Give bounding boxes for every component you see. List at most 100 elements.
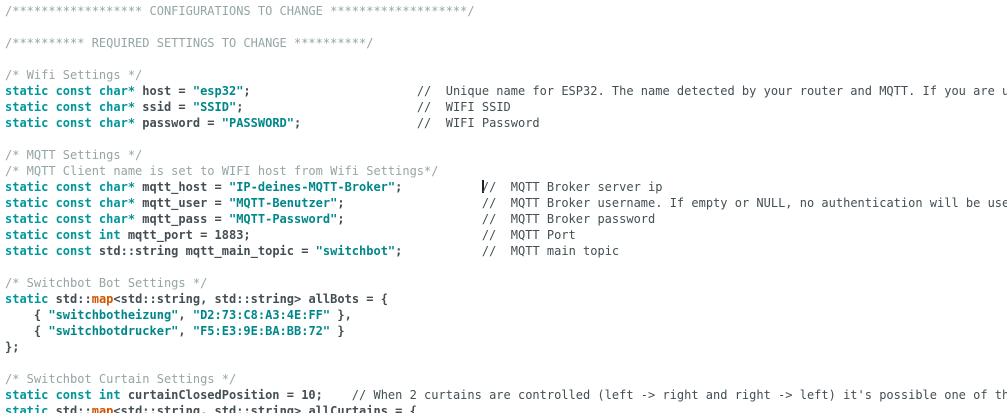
code-line[interactable]: static const int mqtt_port = 1883; // MQ…	[5, 227, 1007, 243]
code-line[interactable]: { "switchbotheizung", "D2:73:C8:A3:4E:FF…	[5, 307, 1007, 323]
code-segment-keyword: static	[5, 404, 49, 413]
code-line[interactable]: /* MQTT Settings */	[5, 147, 1007, 163]
code-segment-keyword: static	[5, 292, 49, 306]
code-segment-comment_line: // WIFI Password	[416, 116, 540, 130]
code-segment-plain	[243, 100, 416, 114]
code-segment-plain: };	[5, 340, 20, 354]
code-segment-comment_block: /********** REQUIRED SETTINGS TO CHANGE …	[5, 36, 374, 50]
code-line[interactable]: /* Switchbot Curtain Settings */	[5, 371, 1007, 387]
code-segment-plain: ,	[178, 308, 193, 322]
code-segment-plain: ;	[337, 196, 345, 210]
code-segment-string: "esp32"	[192, 84, 244, 98]
code-segment-string: "F5:E3:9E:BA:BB:72"	[192, 324, 331, 338]
code-segment-plain	[301, 116, 417, 130]
code-segment-plain: curtainClosedPosition = 10;	[120, 388, 323, 402]
code-segment-plain: <std::string, std::string> allCurtains =…	[113, 404, 417, 413]
code-line[interactable]: /* MQTT Client name is set to WIFI host …	[5, 163, 1007, 179]
code-segment-plain: mqtt_port = 1883;	[120, 228, 251, 242]
code-segment-plain: ;	[337, 212, 345, 226]
code-segment-plain: mqtt_user =	[135, 196, 229, 210]
code-line[interactable]	[5, 19, 1007, 35]
code-segment-plain: std::string mqtt_main_topic =	[91, 244, 316, 258]
code-segment-plain: }	[330, 324, 345, 338]
code-line[interactable]: static const char* mqtt_user = "MQTT-Ben…	[5, 195, 1007, 211]
code-line[interactable]: static const char* host = "esp32"; // Un…	[5, 83, 1007, 99]
code-segment-plain	[323, 388, 352, 402]
code-segment-string: "switchbotheizung"	[48, 308, 179, 322]
code-line[interactable]: static const char* ssid = "SSID"; // WIF…	[5, 99, 1007, 115]
code-line[interactable]	[5, 355, 1007, 371]
code-segment-plain: <std::string, std::string> allBots = {	[113, 292, 388, 306]
code-segment-plain	[345, 196, 482, 210]
code-segment-plain: ;	[236, 100, 244, 114]
code-line[interactable]	[5, 51, 1007, 67]
code-line[interactable]	[5, 259, 1007, 275]
code-segment-keyword: static const char*	[5, 196, 136, 210]
code-segment-plain	[251, 228, 482, 242]
code-line[interactable]: static const char* mqtt_pass = "MQTT-Pas…	[5, 211, 1007, 227]
code-segment-comment_line: // MQTT Broker password	[481, 212, 656, 226]
code-line[interactable]: static const std::string mqtt_main_topic…	[5, 243, 1007, 259]
code-segment-comment_block: /* Switchbot Bot Settings */	[5, 276, 208, 290]
code-segment-comment_line: // MQTT Broker username. If empty or NUL…	[481, 196, 1007, 210]
code-segment-plain: mqtt_pass =	[135, 212, 229, 226]
code-segment-plain	[251, 84, 417, 98]
code-line[interactable]: /****************** CONFIGURATIONS TO CH…	[5, 3, 1007, 19]
code-segment-comment_block: /* Switchbot Curtain Settings */	[5, 372, 237, 386]
code-segment-plain: std::	[48, 404, 92, 413]
code-line[interactable]: /********** REQUIRED SETTINGS TO CHANGE …	[5, 35, 1007, 51]
code-segment-plain: ;	[395, 244, 403, 258]
code-segment-string: "MQTT-Password"	[228, 212, 338, 226]
code-segment-keyword: static const char*	[5, 180, 136, 194]
text-cursor-caret	[481, 180, 484, 193]
code-segment-plain: ;	[243, 84, 251, 98]
code-segment-plain: std::	[48, 292, 92, 306]
code-line[interactable]	[5, 131, 1007, 147]
code-segment-comment_line: // MQTT main topic	[481, 244, 620, 258]
code-line[interactable]: };	[5, 339, 1007, 355]
code-segment-comment_block: /* Wifi Settings */	[5, 68, 143, 82]
code-line[interactable]: static std::map<std::string, std::string…	[5, 403, 1007, 413]
code-line[interactable]: static std::map<std::string, std::string…	[5, 291, 1007, 307]
code-segment-plain	[345, 212, 482, 226]
code-segment-builtin_function: map	[91, 292, 114, 306]
code-segment-keyword: static const	[5, 244, 92, 258]
code-line[interactable]: /* Switchbot Bot Settings */	[5, 275, 1007, 291]
code-segment-comment_line: // When 2 curtains are controlled (left …	[351, 388, 1007, 402]
code-segment-string: "switchbot"	[315, 244, 396, 258]
code-segment-plain: },	[330, 308, 352, 322]
code-line[interactable]: static const int curtainClosedPosition =…	[5, 387, 1007, 403]
code-segment-string: "D2:73:C8:A3:4E:FF"	[192, 308, 331, 322]
code-line[interactable]: static const char* password = "PASSWORD"…	[5, 115, 1007, 131]
code-segment-comment_line: // Unique name for ESP32. The name detec…	[416, 84, 1007, 98]
code-segment-keyword: static const int	[5, 228, 121, 242]
code-segment-comment_block: /* MQTT Settings */	[5, 148, 143, 162]
code-segment-keyword: static const int	[5, 388, 121, 402]
code-line[interactable]: /* Wifi Settings */	[5, 67, 1007, 83]
code-segment-comment_block: /* MQTT Client name is set to WIFI host …	[5, 164, 439, 178]
code-segment-plain: ssid =	[135, 100, 193, 114]
code-segment-string: "SSID"	[192, 100, 237, 114]
code-segment-string: "PASSWORD"	[221, 116, 294, 130]
code-segment-comment_block: /****************** CONFIGURATIONS TO CH…	[5, 4, 475, 18]
code-segment-plain: mqtt_host =	[135, 180, 229, 194]
code-segment-keyword: static const char*	[5, 84, 136, 98]
code-segment-plain: ;	[395, 180, 403, 194]
code-segment-plain: {	[5, 324, 49, 338]
code-segment-plain: ;	[294, 116, 302, 130]
code-segment-plain: {	[5, 308, 49, 322]
code-segment-keyword: static const char*	[5, 116, 136, 130]
code-segment-comment_line: // MQTT Broker server ip	[481, 180, 663, 194]
code-segment-comment_line: // WIFI SSID	[416, 100, 511, 114]
code-segment-string: "switchbotdrucker"	[48, 324, 179, 338]
code-segment-builtin_function: map	[91, 404, 114, 413]
code-segment-comment_line: // MQTT Port	[481, 228, 576, 242]
code-segment-string: "MQTT-Benutzer"	[228, 196, 338, 210]
code-segment-plain: host =	[135, 84, 193, 98]
code-segment-plain	[402, 180, 481, 194]
code-segment-plain	[402, 244, 481, 258]
code-line[interactable]: static const char* mqtt_host = "IP-deine…	[5, 179, 1007, 195]
code-line[interactable]: { "switchbotdrucker", "F5:E3:9E:BA:BB:72…	[5, 323, 1007, 339]
code-segment-string: "IP-deines-MQTT-Broker"	[228, 180, 396, 194]
